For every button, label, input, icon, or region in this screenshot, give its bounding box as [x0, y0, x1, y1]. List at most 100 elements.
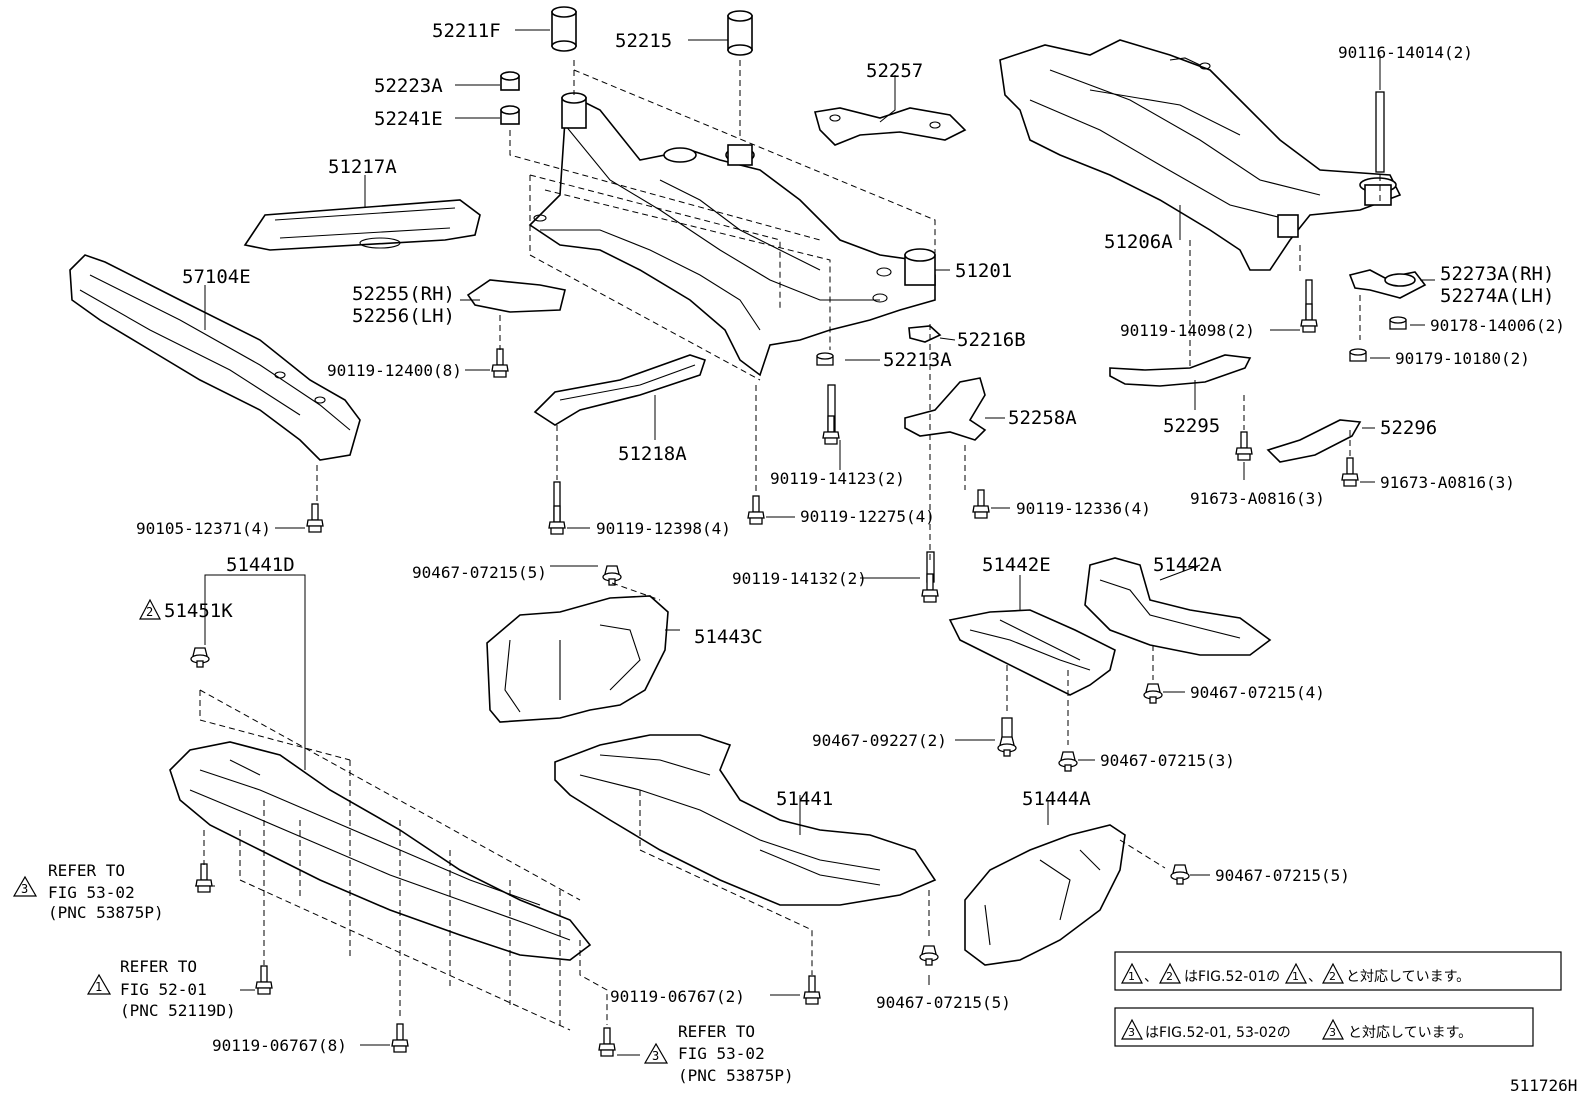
clip-90467-07215-5c	[919, 945, 939, 966]
note-1-mid: はFIG.52-01の	[1184, 969, 1280, 985]
label-90119-14098: 90119-14098(2)	[1120, 321, 1255, 340]
refer-block-2: 1 REFER TO FIG 52-01 (PNC 52119D)	[86, 957, 236, 1020]
label-90467-07215-5c: 90467-07215(5)	[876, 993, 1011, 1012]
note-1-tri4: 2	[1329, 970, 1336, 983]
label-52215: 52215	[615, 30, 672, 52]
label-90119-12398: 90119-12398(4)	[596, 519, 731, 538]
refer-block-1-line3: (PNC 53875P)	[48, 903, 164, 922]
bolt-91673-b	[1341, 457, 1359, 487]
note-box-1: 1 、 2 はFIG.52-01の 1 、 2 と対応しています。	[1114, 951, 1562, 991]
label-52223A: 52223A	[374, 75, 443, 97]
bolt-refer-2	[255, 965, 273, 995]
brace-52257	[813, 107, 967, 146]
label-51451K: 51451K	[164, 600, 233, 622]
bolt-90119-12400	[491, 348, 509, 378]
refer-block-3-line3: (PNC 53875P)	[678, 1066, 794, 1085]
bushing-52215	[727, 10, 753, 56]
bolt-91673-a	[1235, 431, 1253, 461]
assembly-lines	[199, 60, 1381, 1031]
clip-90467-09227	[997, 717, 1017, 757]
note-2-tri2: 3	[1329, 1026, 1336, 1039]
bolt-90119-12275	[747, 495, 765, 525]
cover-51441	[554, 734, 937, 906]
clip-90467-07215-4	[1143, 683, 1163, 704]
washer-52216B	[908, 325, 942, 343]
label-90467-09227: 90467-09227(2)	[812, 731, 947, 750]
label-52216B: 52216B	[957, 329, 1026, 351]
cover-51442E	[948, 609, 1116, 696]
label-51444A: 51444A	[1022, 788, 1091, 810]
label-52211F: 52211F	[432, 20, 501, 42]
bolt-90119-14132	[921, 551, 939, 603]
note-1-tri1: 1	[1128, 970, 1135, 983]
refer-block-3-num: 3	[652, 1049, 659, 1063]
label-90119-06767-8: 90119-06767(8)	[212, 1036, 347, 1055]
nut-90179	[1349, 348, 1367, 362]
refer-block-1-num: 3	[21, 882, 28, 896]
brace-52258A	[904, 377, 987, 441]
leader-lines	[195, 29, 1435, 1056]
refer-block-2-line3: (PNC 52119D)	[120, 1001, 236, 1020]
stopper-52223A	[500, 71, 520, 91]
label-90105-12371: 90105-12371(4)	[136, 519, 271, 538]
label-52296: 52296	[1380, 417, 1437, 439]
label-51441D: 51441D	[226, 554, 295, 576]
label-90178-14006: 90178-14006(2)	[1430, 316, 1565, 335]
label-90467-07215-3: 90467-07215(3)	[1100, 751, 1235, 770]
bolt-refer-3	[598, 1027, 616, 1057]
bolt-90105-12371	[306, 503, 324, 533]
label-52258A: 52258A	[1008, 407, 1077, 429]
label-90119-12275: 90119-12275(4)	[800, 507, 935, 526]
bolt-90119-14123	[822, 384, 840, 445]
cover-51443C	[486, 595, 669, 723]
refer-block-2-line2: FIG 52-01	[120, 980, 207, 999]
bolt-90119-06767-2	[803, 975, 821, 1005]
label-90467-07215-4: 90467-07215(4)	[1190, 683, 1325, 702]
label-51206A: 51206A	[1104, 231, 1173, 253]
label-52274A: 52274A(LH)	[1440, 285, 1554, 307]
note-1-tri2: 2	[1166, 970, 1173, 983]
bolt-90119-12336	[972, 489, 990, 519]
label-52256: 52256(LH)	[352, 305, 455, 327]
member-57104E	[69, 254, 361, 461]
label-90119-14123: 90119-14123(2)	[770, 469, 905, 488]
stud-bolt-90116	[1375, 91, 1385, 173]
nut-90178	[1389, 316, 1407, 330]
note-1-sep1: 、	[1144, 969, 1158, 985]
clip-51451K	[190, 647, 210, 668]
note-2-mid: はFIG.52-01, 53-02の	[1145, 1025, 1291, 1041]
brace-52295	[1109, 354, 1252, 387]
label-52241E: 52241E	[374, 108, 443, 130]
label-51441: 51441	[776, 788, 833, 810]
bolt-refer-1	[195, 863, 213, 893]
refer-block-3-line1: REFER TO	[678, 1022, 755, 1041]
refer-block-1: 3 REFER TO FIG 53-02 (PNC 53875P)	[12, 861, 164, 922]
label-90119-06767-2: 90119-06767(2)	[610, 987, 745, 1006]
member-51217A	[243, 199, 481, 251]
note-2-tri1: 3	[1128, 1026, 1135, 1039]
label-52213A: 52213A	[883, 349, 952, 371]
label-51443C: 51443C	[694, 626, 763, 648]
member-51218A	[533, 354, 707, 426]
stopper-52213A	[816, 352, 834, 366]
bolt-90119-12398	[548, 481, 566, 535]
refer-block-2-num: 1	[95, 980, 102, 994]
stopper-52241E	[500, 105, 520, 125]
cover-51442A	[1084, 557, 1272, 656]
bolt-90119-06767-8	[391, 1023, 409, 1053]
note-1-sep2: 、	[1308, 969, 1322, 985]
note-1-end: と対応しています。	[1346, 969, 1470, 985]
label-57104E: 57104E	[182, 266, 251, 288]
refer-block-3: 3 REFER TO FIG 53-02 (PNC 53875P)	[643, 1022, 794, 1085]
label-91673-b: 91673-A0816(3)	[1380, 473, 1515, 492]
bracket-52273A	[1348, 269, 1427, 299]
clip-90467-a	[602, 565, 622, 586]
label-51201: 51201	[955, 260, 1012, 282]
cover-51441D	[169, 741, 592, 961]
note-2-end: と対応しています。	[1348, 1025, 1472, 1041]
label-90467-07215-5a: 90467-07215(5)	[412, 563, 547, 582]
clip-90467-07215-3	[1058, 751, 1078, 772]
label-51217A: 51217A	[328, 156, 397, 178]
label-52273A: 52273A(RH)	[1440, 263, 1554, 285]
